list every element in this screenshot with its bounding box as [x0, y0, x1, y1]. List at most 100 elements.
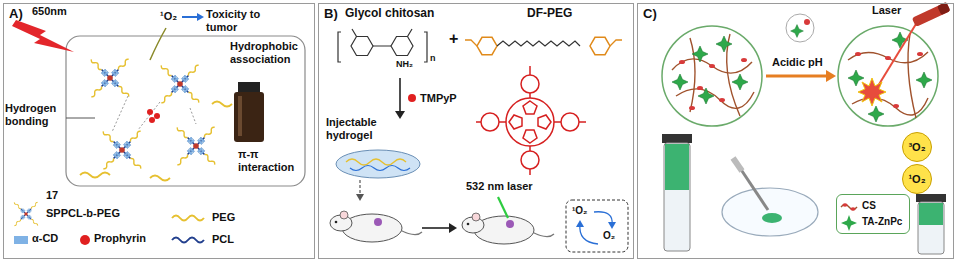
panel-c-art — [676, 89, 754, 108]
node-text: ³O₂ — [908, 141, 925, 153]
panel-a-art — [238, 96, 242, 136]
panel-c-art — [719, 98, 725, 102]
annotation-label: 650nm — [32, 5, 67, 18]
annotation-label: n — [430, 53, 436, 63]
legend-text: Prophyrin — [94, 232, 146, 245]
legend-swatch — [14, 236, 28, 244]
annotation-label: 17 — [46, 189, 58, 202]
annotation-label: π-π interaction — [238, 148, 300, 173]
panel-b-art — [351, 37, 373, 56]
panel-b-art — [330, 29, 628, 252]
panel-a-art — [150, 28, 166, 60]
annotation-label: NH₂ — [396, 59, 413, 69]
annotation-label: Hydrogen bonding — [5, 102, 63, 127]
component-key-box: CSTA-ZnPc — [836, 194, 910, 234]
panel-a-art — [182, 16, 199, 18]
panel-b-art — [509, 115, 522, 129]
panel-b-art — [395, 111, 405, 119]
panel-a-art — [175, 125, 216, 166]
annotation-label: Acidic pH — [772, 56, 823, 69]
annotation-label: ¹O₂ — [160, 10, 177, 23]
panel-b-art — [476, 66, 586, 175]
panel-c-art — [664, 143, 690, 251]
panel-b-art — [374, 218, 382, 226]
panel-a-art — [190, 108, 196, 124]
panel-a-art — [80, 173, 110, 178]
panel-a-art — [172, 238, 204, 243]
panel-c-art — [878, 24, 916, 86]
panel-a-art — [66, 118, 95, 119]
panel-b-art — [566, 200, 628, 252]
panel-b-art — [481, 113, 499, 131]
annotation-label: TMPyP — [420, 92, 457, 105]
panel-b-art — [576, 220, 584, 227]
node-text: TA-ZnPc — [862, 214, 902, 230]
panel-b-art — [346, 159, 406, 165]
panel-b-art — [391, 37, 413, 56]
panel-b-art — [523, 130, 537, 143]
panel-c-art — [662, 134, 692, 143]
panel-a-art — [238, 82, 260, 92]
panel-a-art — [101, 129, 142, 170]
panel-b-art — [350, 166, 410, 171]
panel-c-art — [912, 2, 951, 27]
node-text: C) — [643, 6, 657, 21]
panel-c-art — [732, 74, 748, 90]
panel-a-art — [149, 117, 155, 123]
panel-c-art — [838, 26, 938, 126]
panel-a-art — [212, 102, 232, 107]
panel-frame: C) ³O₂ ¹O₂ CSTA-ZnPc — [637, 3, 954, 259]
panel-c-art — [672, 74, 688, 90]
panel-c-art — [804, 19, 810, 25]
panel-b-art — [336, 150, 420, 178]
panel-c-art — [697, 86, 703, 90]
key-icons — [840, 198, 858, 232]
chitosan-dot-icon — [843, 203, 848, 207]
node-text: A) — [9, 6, 23, 21]
panel-c-art — [690, 38, 695, 112]
panel-c-art — [868, 106, 884, 122]
panel-c-art — [689, 106, 695, 110]
panel-a-art — [66, 36, 305, 186]
panel-c-art — [672, 34, 754, 116]
panel-b-art — [590, 37, 610, 54]
panel-a-art — [172, 216, 204, 221]
panel-c-art — [716, 36, 732, 52]
panel-b-art — [356, 194, 364, 201]
panel-a-art — [12, 13, 305, 243]
panel-c-art — [855, 52, 923, 108]
panel-a-art — [112, 96, 128, 132]
panel-a-art — [89, 57, 130, 98]
legend-text: PEG — [212, 211, 235, 224]
panel-c-art — [826, 70, 836, 82]
annotation-label: + — [449, 30, 458, 48]
panel-c-art — [916, 72, 932, 88]
panel-c-art — [665, 144, 689, 190]
panel-c-art — [848, 34, 928, 118]
panel-c-art — [786, 14, 814, 42]
panel-c-art — [912, 2, 951, 27]
oxygen-bubble: ³O₂ — [902, 132, 932, 162]
panel-b-art — [465, 40, 622, 46]
panel-b-art — [408, 94, 416, 102]
panel-b-art — [476, 66, 586, 175]
panel-c-art — [791, 25, 804, 38]
panel-a-art — [138, 102, 160, 130]
panel-b-art — [538, 115, 551, 129]
znpc-star-icon — [841, 215, 857, 231]
panel-c-art — [662, 26, 762, 126]
panel-c-art — [848, 70, 864, 86]
panel-a-art — [13, 201, 39, 227]
panel-c-art — [662, 2, 950, 254]
node-text: ¹O₂ — [908, 173, 925, 185]
panel-b-art — [359, 180, 360, 196]
panel-c-art — [893, 104, 899, 108]
panel-b-art — [352, 29, 412, 46]
panel-a-art — [159, 63, 200, 104]
panel-b-art — [506, 220, 514, 228]
panel-a-art — [197, 13, 204, 21]
panel-c-art — [916, 194, 946, 202]
legend-text: PCL — [212, 233, 234, 246]
panel-b-art — [449, 223, 457, 233]
